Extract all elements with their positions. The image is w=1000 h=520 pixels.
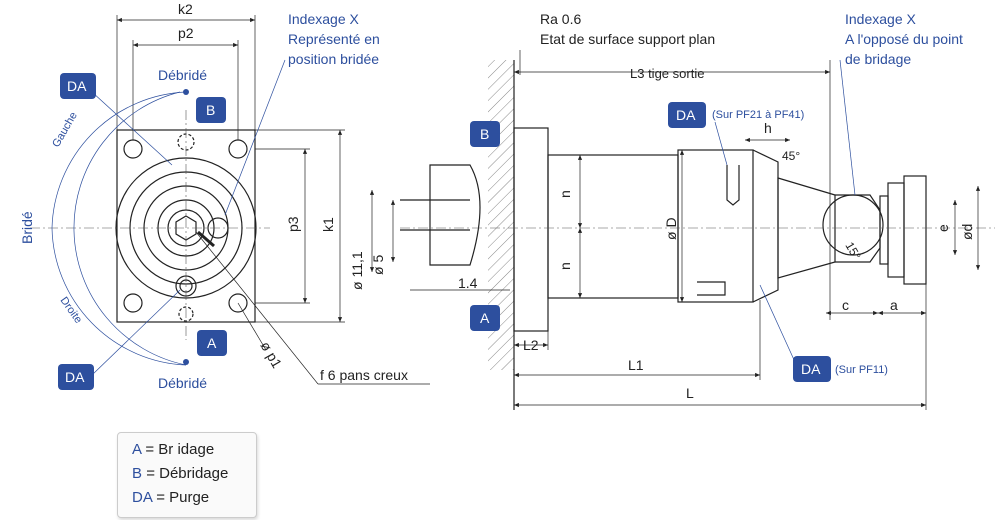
badge-b-left: B: [196, 97, 226, 123]
label-od: ø D: [663, 217, 679, 240]
svg-text:DA: DA: [676, 107, 696, 123]
label-gauche: Gauche: [50, 110, 80, 149]
badge-a-left: A: [197, 330, 227, 356]
indexage-left-1: Indexage X: [288, 11, 359, 27]
label-n-top: n: [557, 190, 573, 198]
label-p3: p3: [285, 216, 301, 232]
indexage-right-2: A l'opposé du point: [845, 31, 963, 47]
label-f: f 6 pans creux: [320, 367, 408, 383]
label-d11: ø 11,1: [349, 251, 365, 290]
label-14: 1.4: [458, 275, 478, 291]
mount-hole-br: [228, 293, 248, 313]
label-15: 15°: [842, 240, 863, 263]
purge-note-top: (Sur PF21 à PF41): [712, 109, 804, 121]
badge-da-bottom-left: DA: [58, 364, 94, 390]
label-droite: Droite: [58, 295, 85, 326]
clamp-pivot-circle: [822, 194, 884, 256]
indexage-left-2: Représenté en: [288, 31, 380, 47]
mount-hole-tl: [123, 139, 143, 159]
svg-text:DA: DA: [65, 369, 85, 385]
svg-text:A: A: [207, 335, 217, 351]
label-bride: Bridé: [19, 211, 35, 244]
label-debride-top: Débridé: [158, 67, 207, 83]
cylinder-body: [677, 149, 754, 303]
svg-text:A: A: [480, 310, 490, 326]
badge-a-right: A: [470, 305, 500, 331]
label-debride-bottom: Débridé: [158, 375, 207, 391]
svg-text:DA: DA: [801, 361, 821, 377]
label-p1: ø p1: [257, 339, 285, 371]
label-l1: L1: [628, 357, 644, 373]
label-d: ød: [959, 224, 975, 240]
label-d5: ø 5: [370, 255, 386, 275]
ra-line-2: Etat de surface support plan: [540, 31, 715, 47]
side-view: [400, 127, 927, 332]
label-l2: L2: [523, 337, 539, 353]
flange-side: [513, 127, 549, 332]
legend-box: A = Br idage B = Débridage DA = Purge: [117, 432, 257, 518]
label-p2: p2: [178, 25, 194, 41]
label-l: L: [686, 385, 694, 401]
section-detail: [429, 164, 481, 266]
badge-da-bottom-right: DA: [793, 356, 831, 382]
label-h: h: [764, 120, 772, 136]
label-k1: k1: [320, 217, 336, 232]
label-a: a: [890, 297, 898, 313]
indexage-left-3: position bridée: [288, 51, 379, 67]
badge-da-top-left: DA: [60, 73, 96, 99]
legend-row-a: A = Br idage: [132, 441, 215, 458]
mount-hole-bl: [123, 293, 143, 313]
indexage-right-1: Indexage X: [845, 11, 916, 27]
indexage-right-3: de bridage: [845, 51, 911, 67]
legend-row-da: DA = Purge: [132, 489, 210, 506]
badge-b-right: B: [470, 121, 500, 147]
mount-hole-tr: [228, 139, 248, 159]
badge-da-top-right: DA: [668, 102, 706, 128]
label-e: e: [935, 224, 951, 232]
label-l3: L3 tige sortie: [630, 66, 704, 81]
svg-text:DA: DA: [67, 78, 87, 94]
label-c: c: [842, 297, 849, 313]
svg-text:B: B: [480, 126, 489, 142]
ra-line-1: Ra 0.6: [540, 11, 581, 27]
purge-note-bottom: (Sur PF11): [835, 364, 888, 376]
label-45: 45°: [782, 149, 800, 163]
label-k2: k2: [178, 1, 193, 17]
legend-row-b: B = Débridage: [132, 465, 229, 482]
label-n-bottom: n: [557, 262, 573, 270]
svg-text:B: B: [206, 102, 215, 118]
